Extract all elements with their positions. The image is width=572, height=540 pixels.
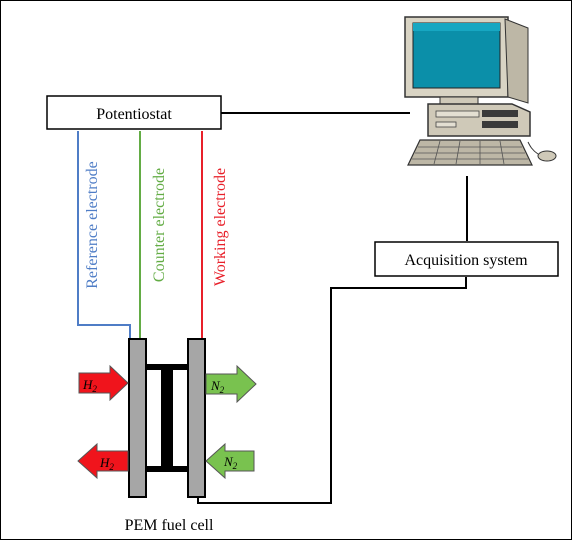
h2-outlet-sub: 2 — [109, 462, 114, 472]
acquisition-system-box: Acquisition system — [374, 241, 559, 277]
cathode-plate — [187, 338, 206, 498]
svg-text:H2: H2 — [99, 455, 114, 472]
counter-electrode-label: Counter electrode — [151, 168, 168, 282]
n2-inlet-label: N — [223, 454, 234, 469]
svg-text:H2: H2 — [82, 377, 97, 394]
h2-outlet-label: H — [99, 455, 110, 470]
n2-outlet-arrow: N2 — [205, 364, 257, 404]
h2-inlet-sub: 2 — [92, 384, 97, 394]
svg-text:N2: N2 — [223, 454, 238, 471]
fuel-cell-caption: PEM fuel cell — [125, 517, 214, 534]
reference-electrode-label: Reference electrode — [84, 161, 101, 288]
reference-wire — [77, 131, 131, 340]
pem-fuel-cell — [128, 338, 206, 498]
h2-outlet-arrow: H2 — [77, 442, 129, 480]
h2-inlet-label: H — [82, 377, 93, 392]
acquisition-cell-wire — [197, 277, 467, 504]
connection-wires — [77, 112, 468, 504]
membrane — [161, 368, 173, 470]
working-electrode-label: Working electrode — [212, 168, 229, 286]
anode-plate — [128, 338, 147, 498]
n2-inlet-sub: 2 — [233, 461, 238, 471]
h2-inlet-arrow: H2 — [78, 364, 129, 402]
potentiostat-box: Potentiostat — [46, 95, 222, 130]
svg-text:N2: N2 — [210, 378, 225, 395]
n2-outlet-label: N — [210, 378, 221, 393]
cell-top-frame — [146, 364, 188, 370]
n2-inlet-arrow: N2 — [205, 442, 255, 480]
acquisition-label: Acquisition system — [404, 252, 528, 269]
potentiostat-label: Potentiostat — [96, 106, 172, 123]
desktop-computer-icon — [404, 16, 557, 166]
n2-outlet-sub: 2 — [220, 385, 225, 395]
